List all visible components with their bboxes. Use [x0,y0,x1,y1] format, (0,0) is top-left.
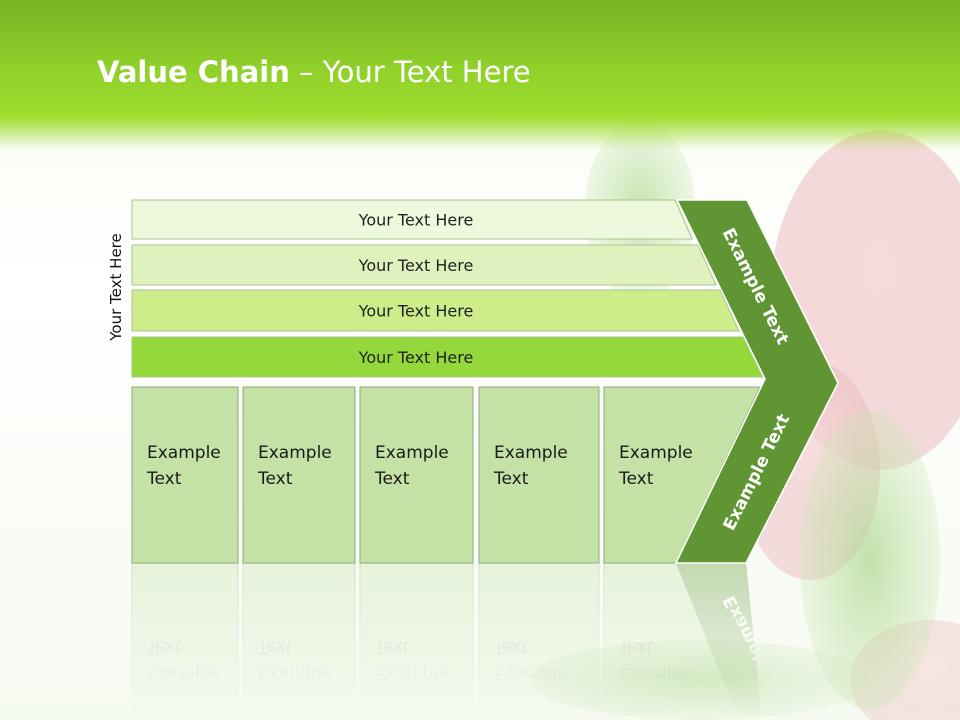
value-chain-bar: Your Text Here [131,244,717,286]
cell-label-reflection: Text [257,637,293,657]
cell-label: Text [146,469,182,489]
cell-label-reflection: Text [618,637,654,657]
cell-label: Text [257,469,293,489]
cell-label-reflection: Example [147,663,221,683]
bar-label: Your Text Here [358,348,474,367]
bar-label: Your Text Here [358,256,474,275]
slide-title: Value Chain – Your Text Here [97,52,531,92]
cell-shape [359,386,474,564]
value-chain-bar: Your Text Here [131,336,764,378]
bar-shape [131,289,740,332]
cell-label: Example [258,443,332,463]
title-bold: Value Chain [97,55,290,89]
value-chain-bar: Your Text Here [131,199,693,240]
cell-label-reflection: Example [258,663,332,683]
cell-label-reflection: Example [375,663,449,683]
cell-label: Example [147,443,221,463]
cell-shape [242,386,356,564]
header-band [0,0,960,150]
chevron-arrow [674,199,839,564]
cell-label-reflection: Example [494,663,568,683]
cell-label: Example [375,443,449,463]
cell-label-reflection: Text [146,637,182,657]
bar-label: Your Text Here [358,211,474,230]
bar-shape [131,336,764,378]
cell-label: Example [619,443,693,463]
cell-label: Text [618,469,654,489]
cell-shape [478,386,600,564]
cell-label: Example [494,443,568,463]
bar-shape [131,244,717,286]
value-chain-bar: Your Text Here [131,289,740,332]
title-rest: – Your Text Here [289,55,531,89]
bar-shape [131,199,693,240]
cell-label: Text [493,469,529,489]
cell-label-reflection: Example [619,663,693,683]
cell-shape [131,386,239,564]
cell-label-reflection: Text [493,637,529,657]
bar-label: Your Text Here [358,302,474,321]
cell-label: Text [374,469,410,489]
cell-label-reflection: Text [374,637,410,657]
